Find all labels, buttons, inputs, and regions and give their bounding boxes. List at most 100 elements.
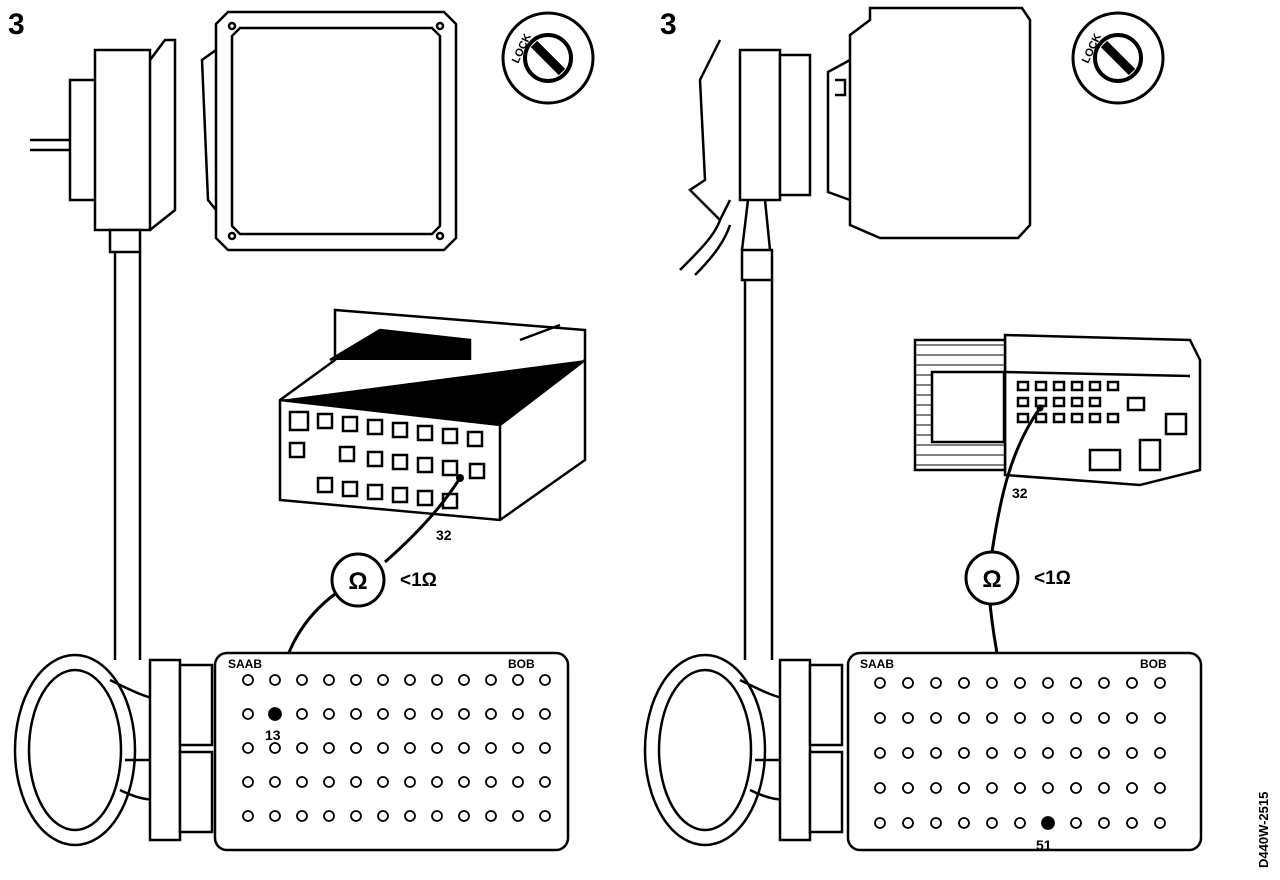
socket-hole (958, 782, 970, 794)
socket-hole (958, 677, 970, 689)
control-unit (200, 10, 458, 252)
socket-hole (986, 747, 998, 759)
socket-hole (1070, 677, 1082, 689)
socket-hole (539, 776, 551, 788)
socket-hole (1014, 782, 1026, 794)
socket-hole (1126, 817, 1138, 829)
box-pin-label: 51 (1036, 837, 1052, 853)
ignition-lock-icon: LOCK (501, 11, 595, 105)
socket-hole (458, 674, 470, 686)
socket-hole (485, 708, 497, 720)
measured-socket (268, 707, 282, 721)
ecu-connector (913, 333, 1202, 487)
step-number: 3 (8, 8, 25, 41)
socket-hole (1098, 712, 1110, 724)
socket-hole (1070, 747, 1082, 759)
ohm-symbol: Ω (982, 566, 1001, 593)
socket-hole (1014, 677, 1026, 689)
box-brand-right: BOB (1140, 657, 1167, 671)
socket-hole (485, 810, 497, 822)
socket-hole (296, 708, 308, 720)
socket-hole (930, 712, 942, 724)
right-panel: 3 LOCK (643, 6, 1203, 853)
socket-hole (1154, 747, 1166, 759)
socket-hole (1070, 817, 1082, 829)
socket-hole (323, 810, 335, 822)
box-pin-label: 13 (265, 727, 281, 743)
socket-hole (986, 782, 998, 794)
socket-hole (431, 742, 443, 754)
connector-pin-label: 32 (436, 527, 452, 543)
socket-hole (1014, 712, 1026, 724)
socket-hole (269, 810, 281, 822)
figure-code: D440W-2515 (1256, 792, 1271, 868)
socket-hole (930, 747, 942, 759)
socket-hole (1042, 782, 1054, 794)
step-number: 3 (660, 8, 677, 41)
socket-hole (958, 817, 970, 829)
socket-hole (1098, 782, 1110, 794)
socket-hole (350, 810, 362, 822)
socket-hole (1042, 712, 1054, 724)
socket-hole (377, 708, 389, 720)
socket-hole (323, 776, 335, 788)
socket-hole (296, 674, 308, 686)
socket-hole (458, 776, 470, 788)
socket-hole (485, 742, 497, 754)
left-panel: 3 LOCK (8, 8, 595, 852)
socket-hole (930, 782, 942, 794)
socket-hole (512, 674, 524, 686)
socket-hole (958, 712, 970, 724)
socket-hole (323, 708, 335, 720)
socket-hole (350, 708, 362, 720)
socket-hole (874, 712, 886, 724)
socket-hole (930, 817, 942, 829)
socket-hole (350, 742, 362, 754)
box-socket-grid (874, 677, 1166, 830)
socket-hole (431, 708, 443, 720)
probe-wire-connector (384, 477, 462, 564)
socket-hole (986, 677, 998, 689)
ignition-lock-icon: LOCK (1071, 11, 1165, 105)
socket-hole (350, 674, 362, 686)
socket-hole (485, 776, 497, 788)
socket-hole (874, 817, 886, 829)
socket-hole (269, 776, 281, 788)
socket-hole (1154, 817, 1166, 829)
socket-hole (242, 708, 254, 720)
resistance-reading: <1Ω (1034, 568, 1071, 589)
socket-hole (930, 677, 942, 689)
socket-hole (431, 674, 443, 686)
socket-hole (512, 708, 524, 720)
socket-hole (1126, 747, 1138, 759)
socket-hole (1014, 747, 1026, 759)
socket-hole (431, 776, 443, 788)
harness-connector (679, 39, 812, 660)
socket-hole (1126, 782, 1138, 794)
socket-hole (512, 810, 524, 822)
socket-hole (902, 782, 914, 794)
socket-hole (404, 708, 416, 720)
socket-hole (1098, 817, 1110, 829)
socket-hole (874, 782, 886, 794)
socket-hole (1070, 712, 1082, 724)
socket-hole (539, 674, 551, 686)
connector-probe-point (1036, 404, 1044, 412)
socket-hole (539, 810, 551, 822)
socket-hole (512, 742, 524, 754)
socket-hole (539, 708, 551, 720)
resistance-reading: <1Ω (400, 570, 437, 591)
socket-hole (539, 742, 551, 754)
socket-hole (269, 742, 281, 754)
break-out-box: SAAB BOB 51 (643, 651, 1203, 853)
socket-hole (404, 742, 416, 754)
socket-hole (1070, 782, 1082, 794)
socket-hole (902, 712, 914, 724)
socket-hole (512, 776, 524, 788)
socket-hole (1126, 712, 1138, 724)
socket-hole (1154, 677, 1166, 689)
socket-hole (958, 747, 970, 759)
socket-hole (269, 674, 281, 686)
socket-hole (485, 674, 497, 686)
